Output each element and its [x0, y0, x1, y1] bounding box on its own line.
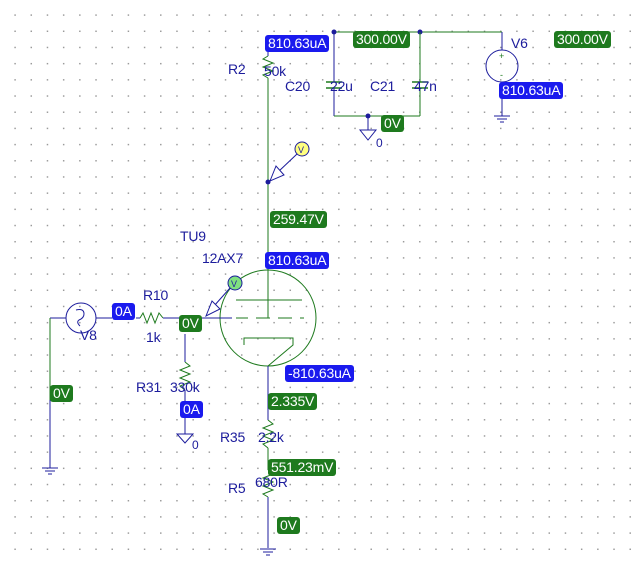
r10-value: 1k: [146, 329, 161, 345]
tube-ref: TU9: [180, 228, 206, 244]
voltage-probe-plate[interactable]: V: [269, 141, 310, 182]
r5-value: 680R: [255, 474, 288, 490]
v6-current-label: 810.63uA: [499, 82, 564, 99]
source-current-label: 0A: [112, 303, 135, 320]
capacitor-c20[interactable]: [326, 32, 342, 116]
plate-current-label: 810.63uA: [265, 252, 330, 269]
resistor-r10[interactable]: [136, 311, 232, 325]
r35-ref: R35: [220, 429, 246, 445]
probe-label: V: [298, 145, 304, 155]
c20-value: 22u: [330, 78, 353, 94]
tube-value: 12AX7: [202, 250, 244, 266]
plate-voltage-label: 259.47V: [270, 211, 327, 228]
r31-value: 330k: [170, 379, 200, 395]
r2-current-label: 810.63uA: [265, 35, 330, 52]
v6-ref: V6: [511, 35, 528, 51]
ground-icon: [175, 433, 195, 444]
ground-icon: [260, 548, 276, 556]
svg-text:+: +: [499, 51, 504, 61]
bottom-voltage-label: 0V: [277, 517, 300, 534]
c21-ref: C21: [370, 78, 396, 94]
ground-label: 0: [192, 438, 199, 452]
c20-ref: C20: [285, 78, 311, 94]
v6-voltage-label: 300.00V: [554, 31, 611, 48]
junction-dot: [265, 179, 271, 185]
cathode-voltage-label: 2.335V: [268, 393, 318, 410]
supply-voltage-label: 300.00V: [353, 31, 410, 48]
voltage-probe-grid[interactable]: V: [205, 275, 243, 318]
ground-label: 0: [376, 136, 383, 150]
ac-source-v8[interactable]: [65, 302, 112, 334]
v8-ref: V8: [80, 327, 97, 343]
cap-node-voltage-label: 0V: [381, 115, 404, 132]
probe-label: V: [231, 279, 237, 289]
r31-ref: R31: [136, 379, 162, 395]
ground-icon: [42, 465, 58, 475]
resistor-r31[interactable]: [178, 334, 192, 434]
r10-ref: R10: [143, 287, 169, 303]
ground-icon: [494, 115, 510, 123]
r35-r5-node-voltage-label: 551.23mV: [268, 459, 337, 476]
svg-text:-: -: [500, 70, 503, 80]
c21-value: 47n: [414, 78, 437, 94]
r5-ref: R5: [228, 480, 246, 496]
r2-value: 50k: [264, 63, 286, 79]
r31-current-label: 0A: [180, 401, 203, 418]
capacitor-c21[interactable]: [412, 32, 428, 116]
r35-value: 2.2k: [258, 429, 284, 445]
cathode-current-label: -810.63uA: [285, 365, 354, 382]
input-node-voltage-label: 0V: [50, 385, 73, 402]
grid-voltage-label: 0V: [179, 315, 202, 332]
r2-ref: R2: [228, 61, 246, 77]
ground-icon: [358, 116, 378, 141]
